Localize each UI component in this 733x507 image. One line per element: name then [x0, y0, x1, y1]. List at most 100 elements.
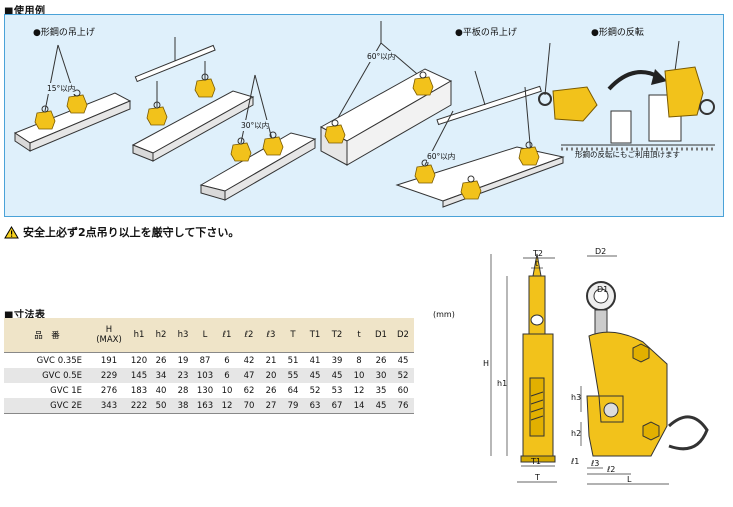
dimension-cell: 50: [150, 398, 172, 414]
dimension-cell: 28: [177, 385, 189, 396]
label-H: H: [483, 359, 489, 368]
dimension-cell: 21: [265, 355, 277, 366]
clamp-dimension-drawing: T2 t D2 D1 H h1 h3 h2 T1 ℓ1 ℓ3 T ℓ2 L: [483, 247, 709, 485]
dimension-cell: 42: [243, 355, 255, 366]
dimension-cell: 145: [128, 368, 150, 383]
safety-warning: 安全上必ず2点吊り以上を厳守して下さい。: [4, 224, 239, 240]
dimension-cell: 130: [196, 385, 214, 396]
label-l1: ℓ1: [570, 457, 579, 466]
dimension-cell: 26: [375, 355, 387, 366]
label-l2: ℓ2: [606, 465, 615, 474]
dimension-cell: 191: [100, 355, 118, 366]
dimension-cell: 52: [309, 385, 321, 396]
dimension-cell: 23: [172, 368, 194, 383]
column-header: T1: [304, 318, 326, 353]
dimension-cell: 45: [370, 398, 392, 414]
dimension-cell: 51: [287, 355, 299, 366]
model-cell: GVC 0.5E: [4, 368, 90, 383]
dimension-cell: 64: [287, 385, 299, 396]
dimension-cell: 14: [348, 398, 370, 414]
dimension-cell: 45: [326, 368, 348, 383]
column-header: ℓ3: [260, 318, 282, 353]
usage-examples-panel: ●形鋼の吊上げ ●平板の吊上げ ●形鋼の反転 15°以内 30°以内 60°以内…: [4, 14, 724, 217]
dimension-cell: 76: [392, 398, 414, 414]
caption-shape-lift: ●形鋼の吊上げ: [33, 28, 95, 38]
angle-label-60-channel: 60°以内: [367, 51, 396, 62]
dimension-cell: 10: [221, 385, 233, 396]
dimensions-section-title: ■寸法表: [4, 310, 46, 321]
dimension-cell: 41: [309, 355, 321, 366]
dimension-cell: 35: [375, 385, 387, 396]
dimension-cell: 12: [216, 398, 238, 414]
warning-icon: [4, 225, 19, 238]
dimension-cell: 60: [397, 385, 409, 396]
dimension-cell: 20: [260, 368, 282, 383]
dimension-cell: 52: [392, 368, 414, 383]
dimension-cell: 229: [90, 368, 128, 383]
model-cell: GVC 2E: [4, 398, 90, 414]
label-T2: T2: [532, 249, 543, 258]
flip-note: 形鋼の反転にもご利用頂けます: [575, 150, 680, 159]
column-header: ℓ2: [238, 318, 260, 353]
label-L: L: [627, 475, 632, 484]
model-cell: GVC 0.35E: [36, 355, 82, 366]
dimension-cell: 8: [356, 355, 362, 366]
angle-label-15: 15°以内: [47, 83, 76, 94]
angle-label-30: 30°以内: [241, 120, 270, 131]
dimension-cell: 6: [224, 355, 230, 366]
column-header: T2: [326, 318, 348, 353]
dimension-cell: 120: [130, 355, 148, 366]
dimension-cell: 55: [282, 368, 304, 383]
dimension-cell: 39: [331, 355, 343, 366]
angle-label-60-plate: 60°以内: [427, 151, 456, 162]
dimension-cell: 34: [150, 368, 172, 383]
column-header: L: [194, 318, 216, 353]
column-header: H (MAX): [90, 318, 128, 353]
dimension-cell: 343: [90, 398, 128, 414]
dimension-cell: 6: [216, 368, 238, 383]
label-T: T: [534, 473, 540, 482]
dimension-cell: 163: [194, 398, 216, 414]
label-h1: h1: [497, 379, 507, 388]
label-D1: D1: [597, 285, 608, 294]
label-h2: h2: [571, 429, 581, 438]
dimension-cell: 103: [194, 368, 216, 383]
label-t: t: [535, 259, 538, 268]
dimension-cell: 30: [370, 368, 392, 383]
dimension-cell: 38: [172, 398, 194, 414]
caption-shape-flip: ●形鋼の反転: [591, 28, 644, 38]
dimension-cell: 70: [238, 398, 260, 414]
column-header: h3: [172, 318, 194, 353]
dimension-cell: 19: [177, 355, 189, 366]
dimension-cell: 222: [128, 398, 150, 414]
dimension-cell: 26: [155, 355, 167, 366]
column-header: 品 番: [4, 318, 90, 353]
label-D2: D2: [595, 247, 606, 256]
usage-illustrations: [13, 21, 715, 208]
unit-label: (mm): [433, 310, 455, 319]
label-h3: h3: [571, 393, 581, 402]
column-header: t: [348, 318, 370, 353]
dimension-cell: 10: [348, 368, 370, 383]
usage-section-title: ■使用例: [4, 6, 46, 17]
dimension-cell: 53: [331, 385, 343, 396]
dimension-cell: 26: [265, 385, 277, 396]
column-header: h2: [150, 318, 172, 353]
dimension-cell: 183: [130, 385, 148, 396]
dimension-cell: 12: [353, 385, 365, 396]
dimension-cell: 79: [282, 398, 304, 414]
label-l3: ℓ3: [590, 459, 599, 468]
dimension-cell: 45: [397, 355, 409, 366]
dimension-cell: 45: [304, 368, 326, 383]
column-header: h1: [128, 318, 150, 353]
column-header: T: [282, 318, 304, 353]
column-header: D2: [392, 318, 414, 353]
label-T1: T1: [530, 457, 541, 466]
column-header: ℓ1: [216, 318, 238, 353]
dimension-cell: 63: [304, 398, 326, 414]
